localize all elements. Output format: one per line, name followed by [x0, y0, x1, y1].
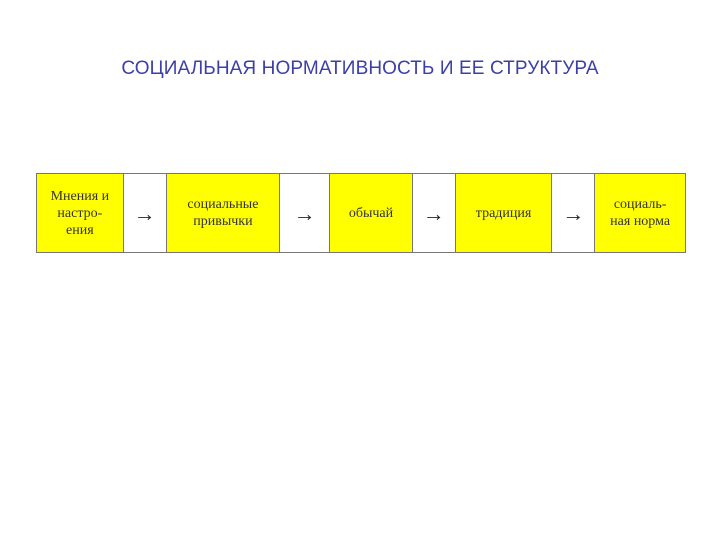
arrow-1: →	[123, 174, 167, 252]
box-tradition: традиция	[455, 174, 553, 252]
box-social-habits: социальные привычки	[166, 174, 281, 252]
slide-title: СОЦИАЛЬНАЯ НОРМАТИВНОСТЬ И ЕЕ СТРУКТУРА	[121, 58, 599, 79]
arrow-2: →	[280, 174, 331, 252]
box-social-norm: социаль- ная норма	[595, 174, 685, 252]
box-opinions-moods: Мнения и настро- ения	[37, 174, 124, 252]
arrow-4: →	[552, 174, 596, 252]
arrow-3: →	[412, 174, 456, 252]
structure-chain: Мнения и настро- ения → социальные привы…	[36, 173, 686, 253]
box-custom: обычай	[330, 174, 413, 252]
